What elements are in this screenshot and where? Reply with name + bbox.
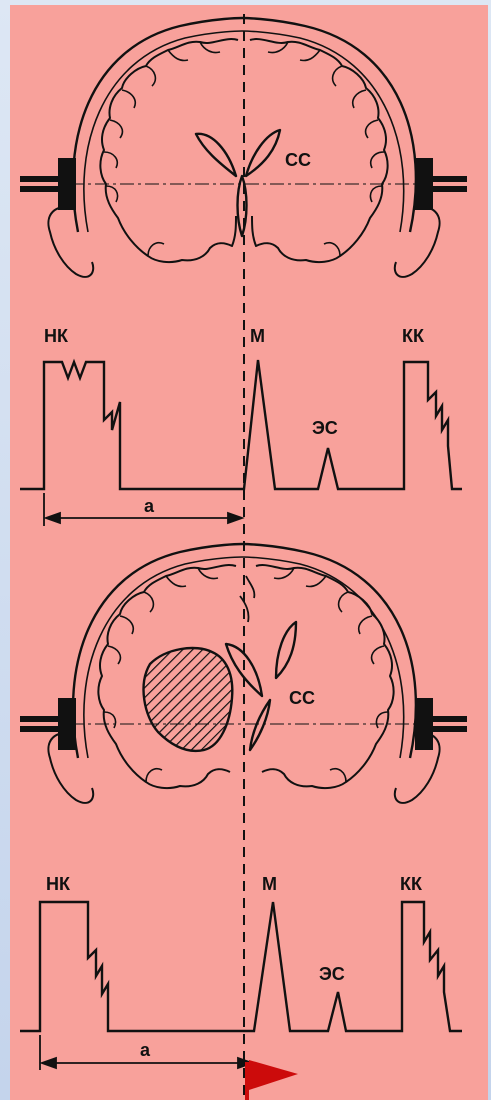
skull-inner-outline (84, 557, 404, 758)
echogram-trace-top (20, 360, 462, 489)
probe-right-top (415, 158, 467, 210)
flag-marker (245, 1060, 298, 1100)
label-nk-top: НК (44, 326, 69, 346)
label-m-bottom: М (262, 874, 277, 894)
probe-right-bottom (415, 698, 467, 750)
lateral-ventricle-left (196, 134, 236, 176)
label-cc-top: СС (285, 150, 311, 170)
label-kk-bottom: КК (400, 874, 423, 894)
label-es-bottom: ЭС (319, 964, 345, 984)
distance-a-top (44, 493, 242, 526)
label-es-top: ЭС (312, 418, 338, 438)
label-a-bottom: а (140, 1040, 151, 1060)
tumor-mass (144, 648, 233, 751)
label-m-top: М (250, 326, 265, 346)
label-cc-bottom: СС (289, 688, 315, 708)
echogram-normal (20, 360, 462, 489)
echogram-shifted (20, 902, 462, 1031)
left-hemisphere (100, 39, 238, 262)
probe-left-bottom (20, 698, 76, 750)
third-ventricle (250, 700, 270, 750)
probe-left-top (20, 158, 76, 210)
label-a-top: а (144, 496, 155, 516)
echogram-trace-bottom (20, 902, 462, 1031)
label-nk-bottom: НК (46, 874, 71, 894)
label-kk-top: КК (402, 326, 425, 346)
third-ventricle (238, 176, 247, 236)
lateral-ventricle-right (246, 130, 280, 176)
lateral-ventricle-right (276, 622, 296, 678)
